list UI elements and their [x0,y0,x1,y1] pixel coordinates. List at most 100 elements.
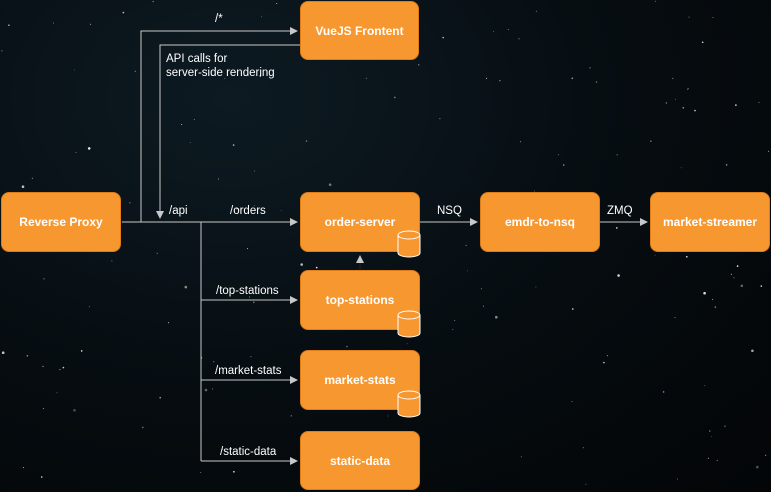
star [184,285,188,289]
star [677,478,678,480]
star [156,252,158,254]
emdr-to-nsq-label: emdr-to-nsq [505,215,575,229]
star [21,185,25,188]
star [254,170,256,172]
static-data-node[interactable]: static-data [300,431,420,490]
star [682,107,685,109]
star [134,70,136,72]
star [711,436,713,438]
star [606,355,608,357]
star [654,254,656,256]
star [694,109,696,112]
star [305,140,308,142]
star [765,454,767,456]
star [217,178,219,180]
star [212,388,214,390]
star [87,147,91,150]
star [42,407,44,409]
star [519,141,521,143]
star [585,483,587,485]
star [122,11,125,14]
star [452,329,454,330]
star [535,286,537,288]
star [655,0,657,2]
star [394,96,396,99]
star [674,317,676,319]
star [495,315,498,319]
star [572,308,574,310]
star [90,23,92,25]
star [751,349,754,353]
database-icon [397,310,421,338]
star [224,77,226,79]
star [499,80,501,82]
star [557,154,559,156]
star [680,167,682,169]
star [724,425,726,428]
edge-label-root: /* [215,13,223,25]
star [480,288,482,290]
star [346,345,348,348]
star [562,164,565,166]
star [8,24,10,27]
market-streamer-node[interactable]: market-streamer [650,192,770,252]
emdr-to-nsq-node[interactable]: emdr-to-nsq [480,192,600,252]
star [221,448,223,451]
star [603,361,605,364]
star [200,472,202,473]
star [247,248,249,250]
star [518,37,520,40]
star [328,183,332,186]
star [709,430,711,432]
star [31,177,33,179]
database-icon [397,230,421,258]
star [74,69,76,71]
star [736,265,739,267]
star [595,81,598,83]
star [159,396,161,399]
star [204,388,208,392]
star [152,1,154,3]
static-data-label: static-data [329,453,391,468]
reverse-proxy-node[interactable]: Reverse Proxy [1,192,121,252]
star [535,10,537,12]
star [740,284,744,288]
star [492,31,494,33]
star [768,150,769,152]
star [189,142,191,143]
star [616,227,618,229]
star [662,391,665,393]
reverse-proxy-label: Reverse Proxy [19,215,103,229]
star [703,291,706,295]
star [467,270,469,272]
star [387,415,389,417]
star [259,75,262,77]
star [88,306,90,308]
edge-label-static-data: /static-data [220,446,277,458]
star [111,260,113,262]
top-stations-node[interactable]: top-stations [300,270,420,330]
order-server-node[interactable]: order-server [300,192,420,252]
star [507,29,509,30]
star [486,77,488,79]
star [232,144,235,146]
star [1,351,5,355]
star [142,426,144,429]
vuejs-frontend-node[interactable]: VueJS Frontent [300,1,419,60]
star [75,152,77,153]
star [704,385,706,387]
market-stats-label: market-stats [324,373,396,387]
star [290,415,292,417]
star [465,244,467,246]
star [26,355,29,357]
star [406,343,408,345]
star [616,154,618,156]
star [23,467,25,469]
star [675,98,677,100]
star [181,124,183,125]
star [756,465,759,469]
star [617,274,620,277]
star [40,476,43,478]
